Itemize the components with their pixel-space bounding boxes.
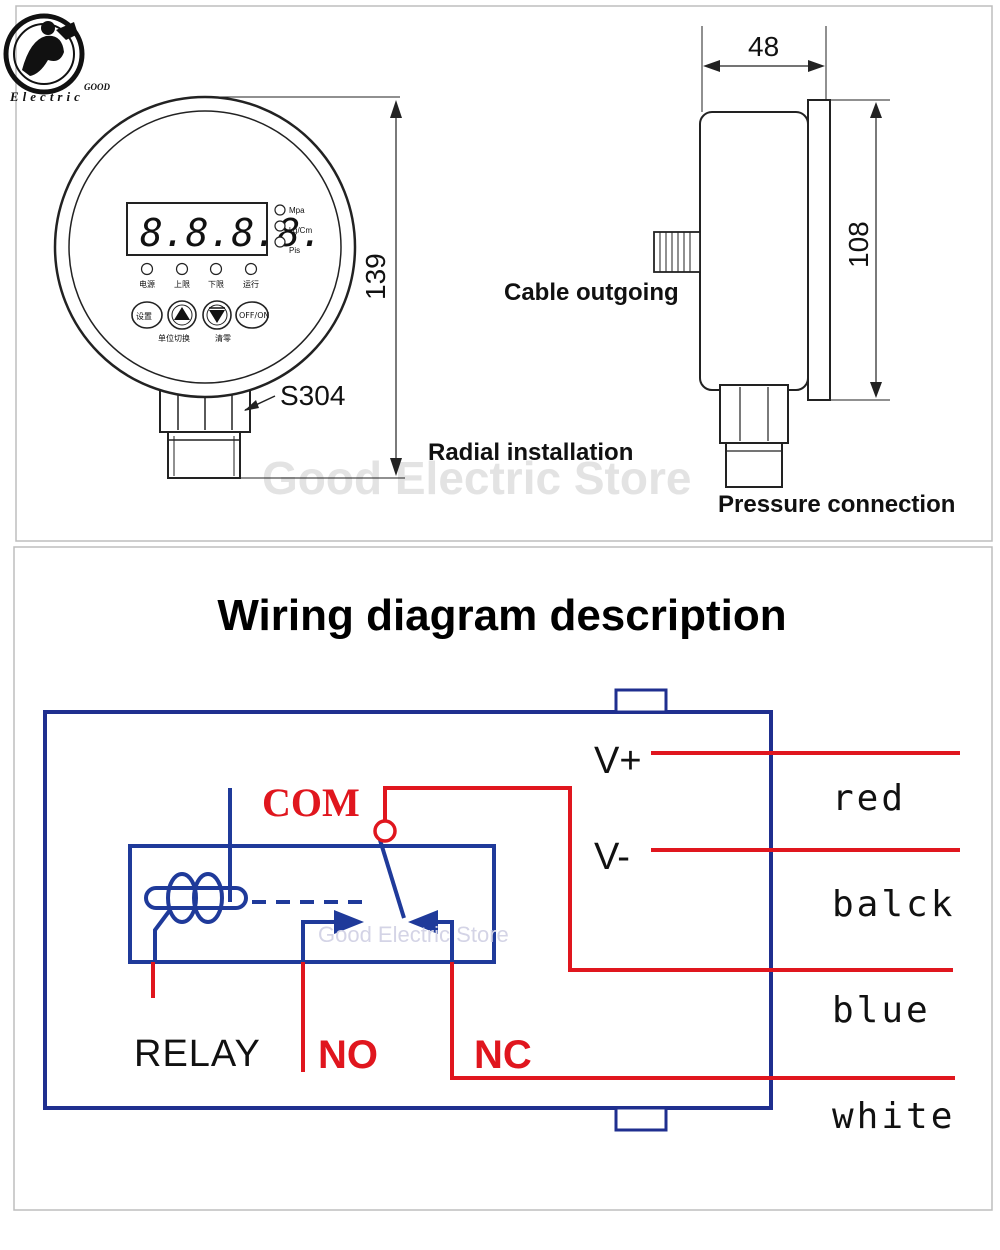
dim-139-text: 139	[360, 253, 391, 300]
led-label-run: 运行	[243, 279, 259, 289]
no-label: NO	[318, 1033, 378, 1077]
relay-box	[128, 844, 496, 964]
nc-contact-arrow-icon	[408, 910, 438, 934]
set-button-label: 设置	[136, 311, 152, 321]
wire-blue-com	[383, 786, 953, 972]
gauge-thread	[167, 431, 241, 479]
wires	[151, 751, 960, 1080]
wire-color-black: balck	[832, 884, 955, 925]
lcd-display	[126, 202, 268, 256]
wiring-title: Wiring diagram description	[217, 591, 786, 640]
side-hex-nut	[719, 384, 789, 444]
wire-color-red: red	[832, 778, 906, 819]
dim-108-text: 108	[843, 221, 874, 268]
vminus-label: V-	[594, 836, 630, 878]
side-flange	[807, 99, 831, 401]
radial-installation-label: Radial installation	[428, 439, 633, 466]
wire-white-nc	[450, 962, 955, 1080]
power-button-label: OFF/ON	[239, 311, 269, 320]
wire-color-blue: blue	[832, 990, 931, 1031]
dimension-139: 139	[205, 96, 405, 479]
nc-label: NC	[474, 1033, 532, 1077]
unit-mpa: Mpa	[289, 206, 305, 215]
caption-zero: 清零	[215, 333, 231, 343]
set-button	[131, 301, 163, 329]
cable-entry-top	[614, 688, 668, 714]
caption-unit-switch: 单位切换	[158, 333, 190, 343]
unit-psi: Pis	[289, 246, 300, 255]
relay-coil-icon	[144, 872, 248, 962]
gauge-front-view: 8.8.8.8. Mpa kg/Cm Pis 电源 上限 下限 运行 设置	[53, 95, 357, 479]
pressure-connection-label: Pressure connection	[718, 491, 955, 518]
wire-color-white: white	[832, 1096, 955, 1137]
side-thread	[725, 442, 783, 488]
wiring-panel	[13, 546, 993, 1211]
led-label-upper: 上限	[174, 280, 190, 289]
lcd-digits: 8.8.8.8.	[140, 211, 323, 255]
unit-indicators: Mpa kg/Cm Pis	[274, 204, 312, 255]
switch-arm	[378, 839, 406, 919]
dim-48-text: 48	[748, 31, 779, 62]
enclosure-frame	[43, 710, 773, 1110]
logo-electric: Electric	[9, 89, 84, 104]
unit-kgcm: kg/Cm	[289, 226, 312, 235]
up-arrow-icon	[174, 307, 190, 320]
com-label: COM	[262, 780, 360, 825]
status-leds: 电源 上限 下限 运行	[139, 262, 259, 289]
logo-good: GOOD	[84, 82, 110, 92]
dimension-48: 48	[701, 26, 827, 112]
brand-logo: GOOD Electric	[3, 13, 110, 104]
relay-label: RELAY	[134, 1033, 261, 1075]
watermark-bottom: Good Electric Store	[318, 922, 509, 947]
side-body	[699, 111, 809, 391]
relay	[128, 788, 496, 964]
material-callout: S304	[244, 380, 345, 411]
power-button	[235, 301, 269, 329]
gauge-side-view	[653, 99, 831, 488]
dimension-108: 108	[830, 99, 890, 401]
down-arrow-icon	[209, 310, 225, 323]
cable-entry-bottom	[614, 1106, 668, 1132]
gauge-buttons: 设置 OFF/ON 单位切换 清零	[131, 300, 269, 343]
com-terminal	[373, 819, 397, 843]
enclosure	[43, 688, 773, 1132]
cable-outgoing-label: Cable outgoing	[504, 279, 679, 306]
no-contact-arrow-icon	[334, 910, 364, 934]
material-label: S304	[280, 380, 345, 411]
led-label-lower: 下限	[208, 280, 224, 289]
led-label-power: 电源	[139, 279, 155, 289]
cable-gland	[653, 231, 701, 273]
vplus-label: V+	[594, 740, 642, 782]
